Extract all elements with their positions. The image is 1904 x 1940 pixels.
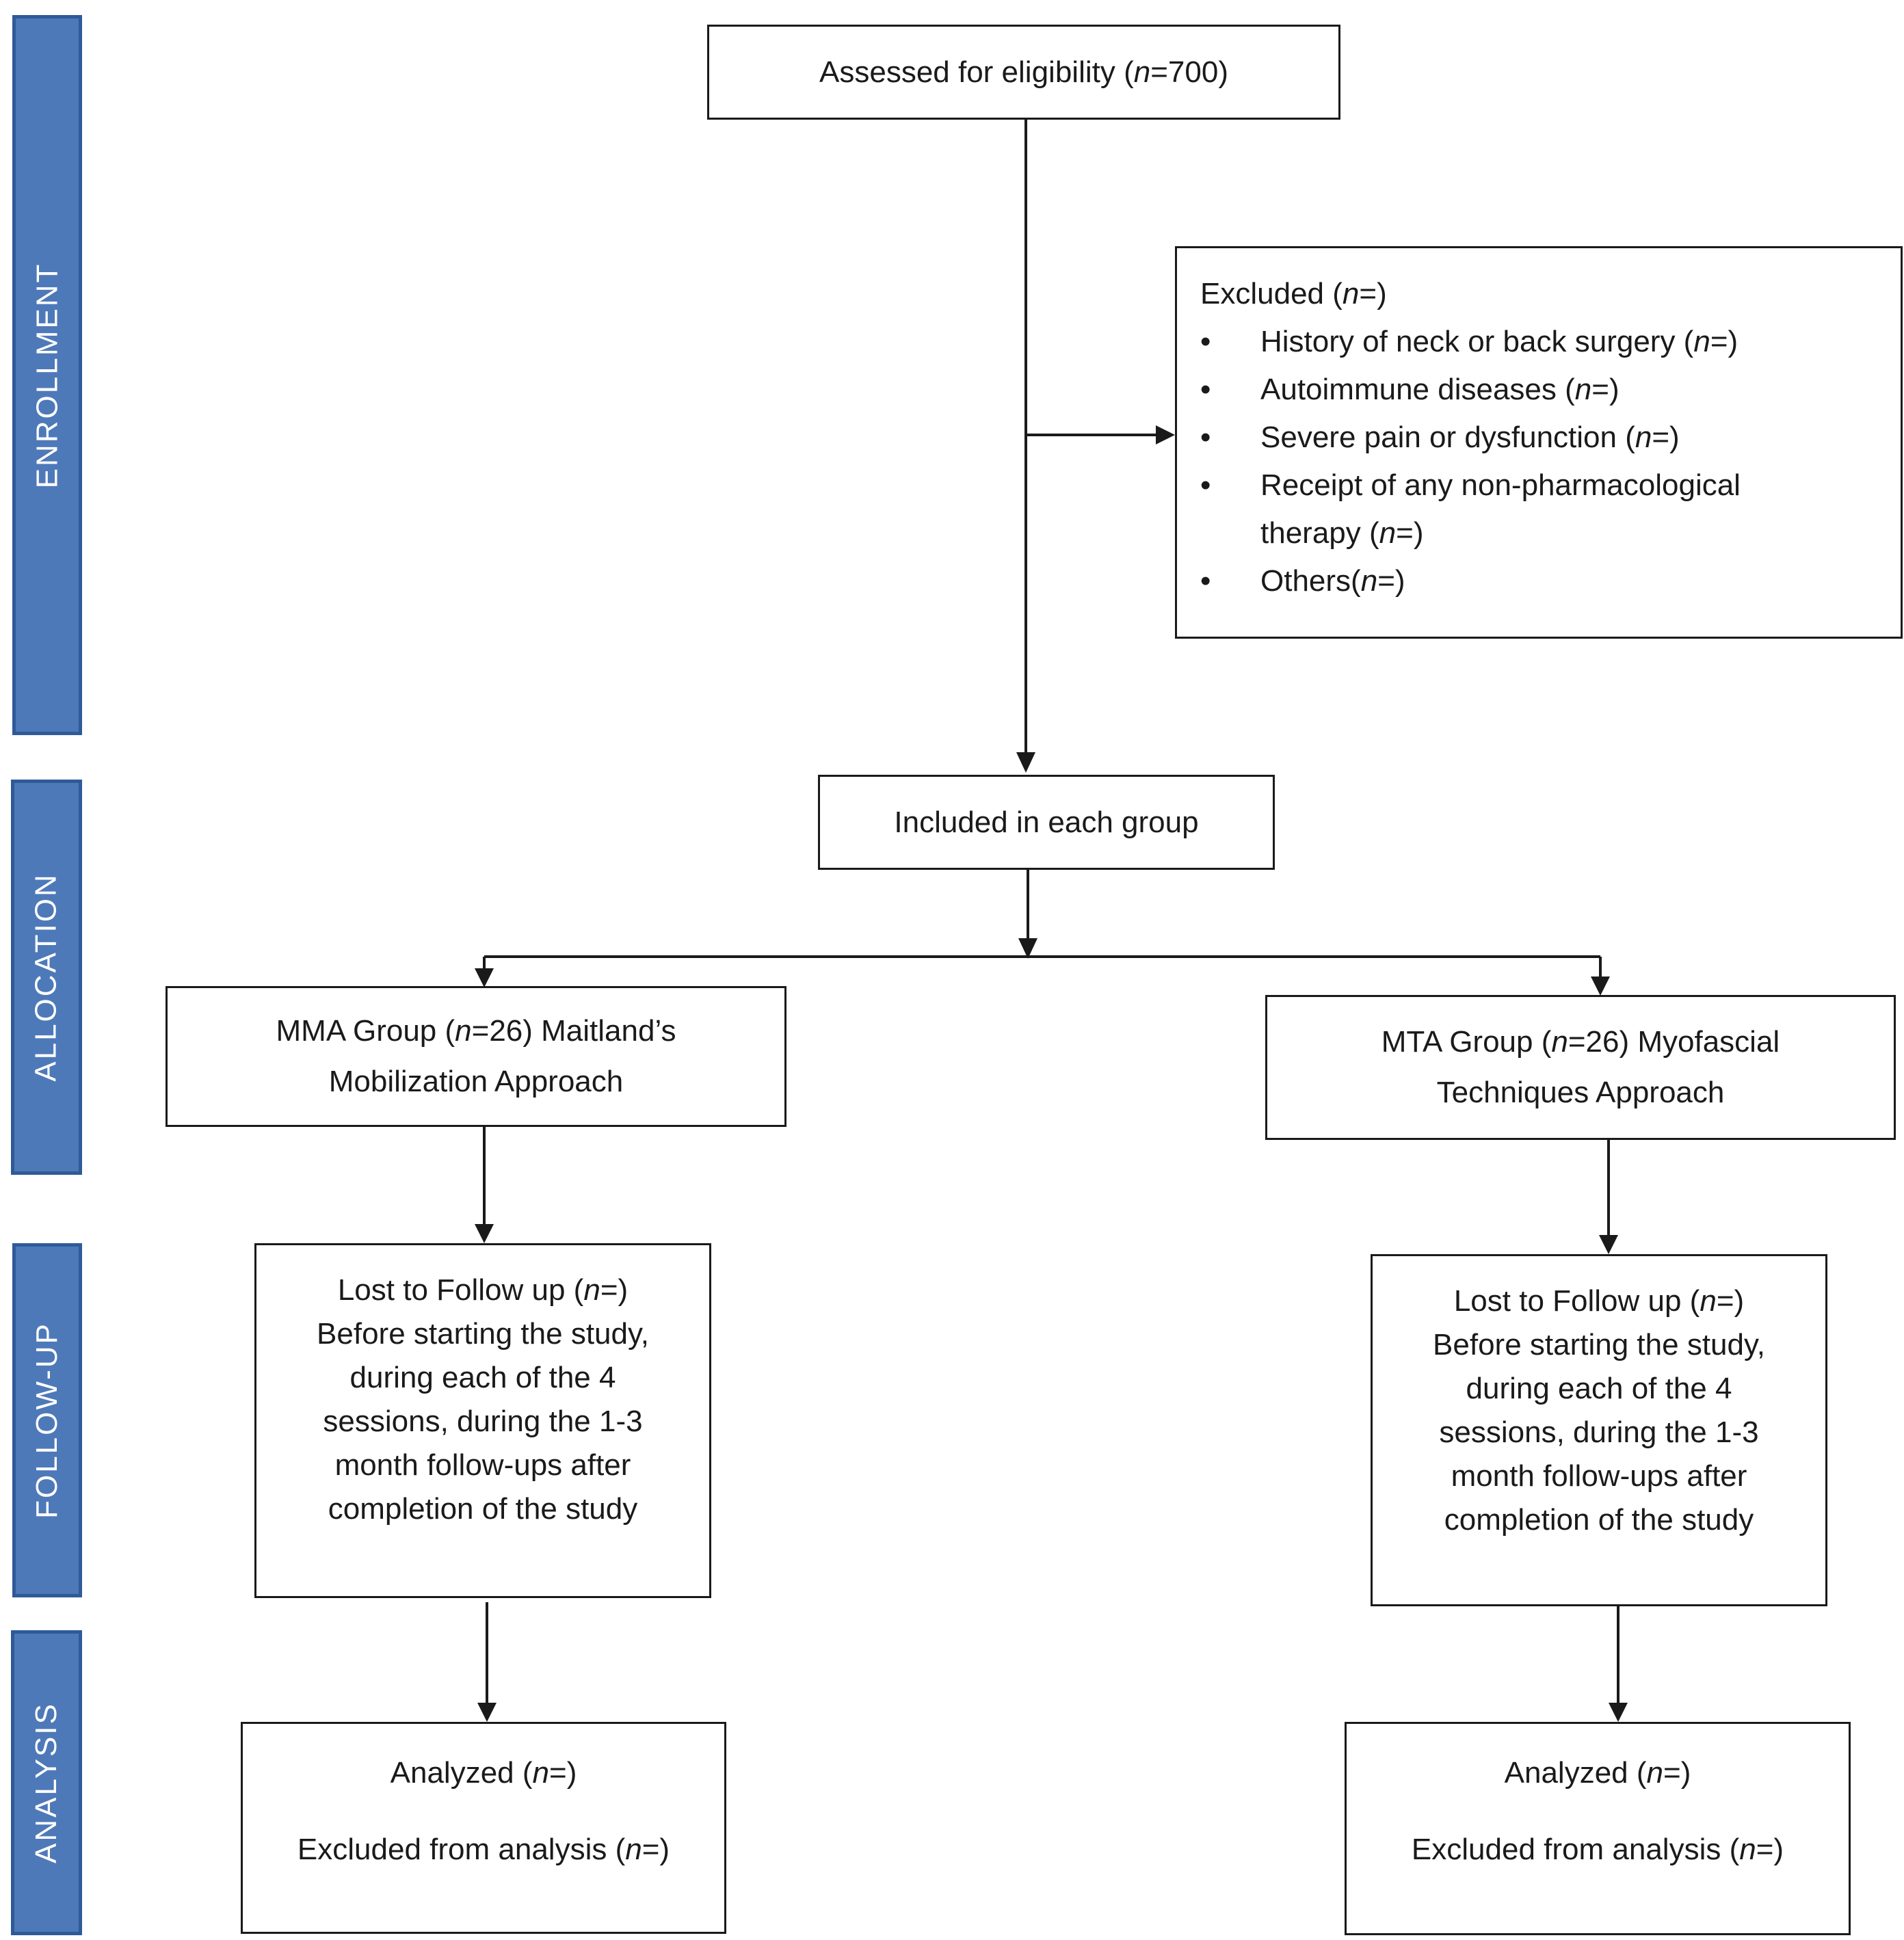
analysis-box-mta: Analyzed (n=) Excluded from analysis (n=… bbox=[1345, 1722, 1851, 1935]
excluded-reasons-list: History of neck or back surgery (n=) Aut… bbox=[1200, 318, 1808, 605]
excluded-reason: Severe pain or dysfunction (n=) bbox=[1200, 414, 1808, 462]
stage-label: FOLLOW-UP bbox=[30, 1322, 64, 1519]
included-box: Included in each group bbox=[818, 775, 1275, 870]
arrowhead-right-fu bbox=[1599, 1235, 1618, 1254]
analyzed-count: Analyzed (n=) bbox=[1504, 1756, 1691, 1790]
stage-followup: FOLLOW-UP bbox=[12, 1243, 82, 1597]
lost-to-followup: Lost to Follow up (n=) bbox=[337, 1273, 629, 1307]
lost-description: Before starting the study, during each o… bbox=[317, 1317, 649, 1526]
stage-label: ALLOCATION bbox=[29, 873, 64, 1082]
stage-label: ANALYSIS bbox=[29, 1702, 64, 1863]
stage-label: ENROLLMENT bbox=[30, 262, 64, 488]
lost-to-followup: Lost to Follow up (n=) bbox=[1453, 1284, 1745, 1318]
excluded-reason: Receipt of any non-pharmacological thera… bbox=[1200, 462, 1808, 557]
allocation-line1: MTA Group (n=26) Myofascial bbox=[1381, 1025, 1780, 1059]
followup-box-mta: Lost to Follow up (n=) Before starting t… bbox=[1371, 1254, 1827, 1606]
included-text: Included in each group bbox=[894, 805, 1199, 839]
excluded-box: Excluded (n=) History of neck or back su… bbox=[1175, 246, 1903, 639]
arrowhead-excluded bbox=[1156, 425, 1175, 444]
excluded-from-analysis: Excluded from analysis (n=) bbox=[297, 1833, 670, 1866]
arrowhead-split-left bbox=[475, 968, 494, 987]
followup-box-mma: Lost to Follow up (n=) Before starting t… bbox=[254, 1243, 711, 1598]
excluded-reason: Others(n=) bbox=[1200, 557, 1808, 605]
excluded-reason: Autoimmune diseases (n=) bbox=[1200, 366, 1808, 414]
analysis-box-mma: Analyzed (n=) Excluded from analysis (n=… bbox=[241, 1722, 726, 1934]
stage-analysis: ANALYSIS bbox=[11, 1630, 82, 1935]
allocation-line1: MMA Group (n=26) Maitland’s bbox=[276, 1014, 676, 1048]
excluded-reason: History of neck or back surgery (n=) bbox=[1200, 318, 1808, 366]
arrowhead-included-down bbox=[1018, 938, 1037, 959]
allocation-line2: Mobilization Approach bbox=[328, 1065, 624, 1098]
allocation-box-mta: MTA Group (n=26) Myofascial Techniques A… bbox=[1265, 995, 1896, 1140]
arrowhead-split-right bbox=[1591, 976, 1610, 996]
lost-description: Before starting the study, during each o… bbox=[1433, 1328, 1765, 1537]
assessed-text: Assessed for eligibility (n=700) bbox=[819, 55, 1228, 89]
stage-enrollment: ENROLLMENT bbox=[12, 15, 82, 735]
arrowhead-left-fu bbox=[475, 1224, 494, 1243]
excluded-title: Excluded (n=) bbox=[1200, 277, 1387, 310]
assessed-box: Assessed for eligibility (n=700) bbox=[707, 25, 1340, 120]
arrowhead-right-an bbox=[1609, 1703, 1628, 1722]
arrowhead-left-an bbox=[477, 1703, 497, 1722]
arrowhead-included bbox=[1016, 752, 1035, 773]
allocation-box-mma: MMA Group (n=26) Maitland’s Mobilization… bbox=[166, 986, 786, 1127]
excluded-from-analysis: Excluded from analysis (n=) bbox=[1411, 1833, 1784, 1866]
stage-allocation: ALLOCATION bbox=[11, 780, 82, 1175]
allocation-line2: Techniques Approach bbox=[1436, 1076, 1725, 1109]
analyzed-count: Analyzed (n=) bbox=[390, 1756, 577, 1790]
